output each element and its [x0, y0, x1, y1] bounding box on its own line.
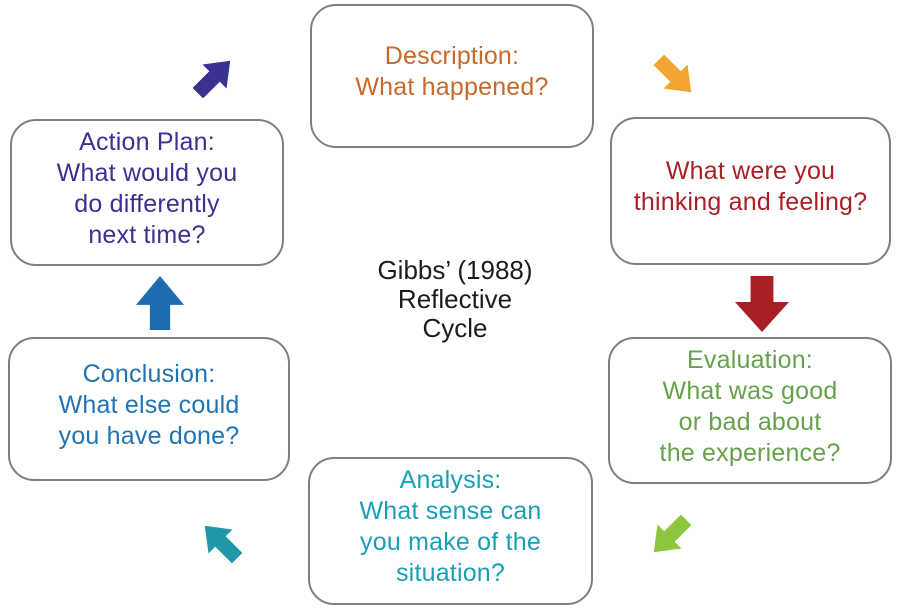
stage-box-analysis: Analysis: What sense can you make of the… [308, 457, 593, 605]
stage-box-conclusion: Conclusion: What else could you have don… [8, 337, 290, 481]
stage-text-conclusion: Conclusion: What else could you have don… [58, 359, 240, 450]
stage-text-evaluation: Evaluation: What was good or bad about t… [659, 345, 841, 467]
stage-text-thinking-feeling: What were you thinking and feeling? [633, 157, 868, 216]
cycle-title: Gibbs’ (1988) Reflective Cycle [377, 255, 533, 343]
stage-box-thinking-feeling: What were you thinking and feeling? [610, 117, 891, 265]
arrow-description-to-thinking-icon [652, 54, 698, 93]
stage-box-description: Description: What happened? [310, 4, 594, 148]
arrow-action-plan-to-description-icon [191, 60, 237, 99]
stage-text-analysis: Analysis: What sense can you make of the… [359, 466, 542, 587]
arrow-thinking-to-evaluation-icon [735, 276, 789, 332]
arrow-conclusion-to-action-plan-icon [136, 276, 184, 330]
stage-box-action-plan: Action Plan: What would you do different… [10, 119, 284, 266]
arrow-evaluation-to-analysis-icon [647, 514, 693, 553]
arrow-analysis-to-conclusion-icon [198, 525, 244, 564]
stage-text-action-plan: Action Plan: What would you do different… [56, 127, 238, 249]
stage-text-description: Description: What happened? [355, 42, 549, 101]
stage-box-evaluation: Evaluation: What was good or bad about t… [608, 337, 892, 484]
